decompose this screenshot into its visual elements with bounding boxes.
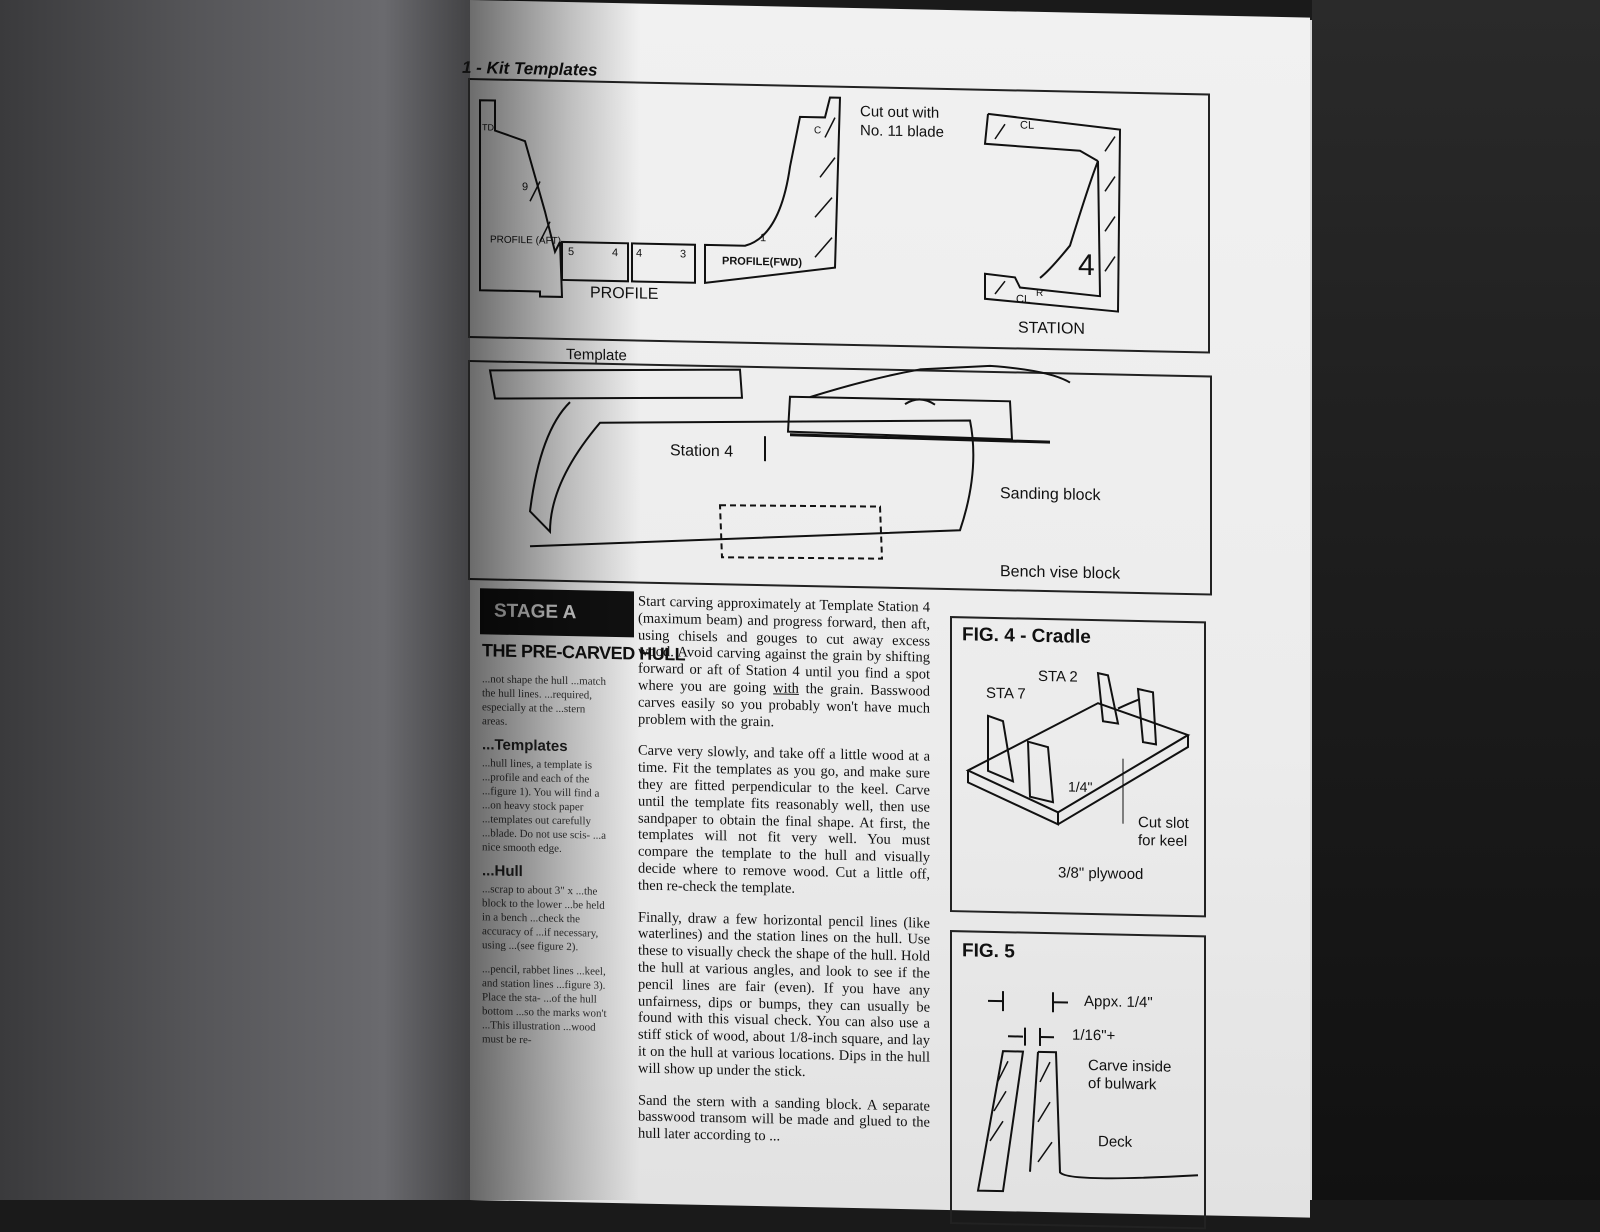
template-fitting-drawing [490, 370, 1190, 585]
bench-vise-block-label: Bench vise block [1000, 563, 1120, 584]
figure-1-title: 1 - Kit Templates [462, 58, 597, 81]
fig4-title: FIG. 4 - Cradle [962, 624, 1091, 649]
left-text-4: ...pencil, rabbet lines ...keel, and sta… [482, 962, 612, 1049]
num-5: 5 [568, 246, 574, 258]
profile-caption: PROFILE [590, 285, 658, 304]
left-text-1: ...not shape the hull ...match the hull … [482, 672, 612, 731]
body-text-column: Start carving approximately at Template … [638, 594, 930, 1164]
station-4-label: Station 4 [670, 442, 733, 461]
mark-td: TD [482, 122, 494, 132]
fig4-plywood: 3/8" plywood [1058, 864, 1143, 883]
profile-template-drawing [470, 90, 870, 328]
fig5-carve-line2: of bulwark [1088, 1075, 1156, 1093]
left-text-3: ...scrap to about 3" x ...the block to t… [482, 882, 612, 955]
bulwark-drawing [958, 970, 1198, 1205]
fig4-cut-line1: Cut slot [1138, 814, 1189, 832]
dark-background [1312, 0, 1600, 1200]
num-9: 9 [522, 181, 528, 193]
fig5-appx: Appx. 1/4" [1084, 993, 1153, 1011]
num-4b: 4 [636, 247, 642, 259]
station-template-drawing [980, 109, 1130, 322]
num-4a: 4 [612, 247, 618, 259]
body-paragraph-1: Start carving approximately at Template … [638, 594, 930, 734]
mark-cl-bottom: CL [1016, 293, 1030, 305]
left-page [0, 0, 480, 1200]
profile-fwd-label: PROFILE(FWD) [722, 255, 802, 269]
photo-scene: 1 - Kit Templates PROFILE (AFT) PROFILE(… [0, 0, 1600, 1200]
fig4-cut-line2: for keel [1138, 832, 1187, 850]
mark-cl-top: CL [1020, 120, 1034, 132]
profile-aft-label: PROFILE (AFT) [490, 234, 561, 246]
mark-c: C [814, 125, 821, 136]
station-caption: STATION [1018, 319, 1085, 338]
stage-a-header: STAGE A [480, 588, 634, 637]
station-number: 4 [1078, 249, 1095, 283]
fig5-sixteenth: 1/16"+ [1072, 1027, 1115, 1045]
left-sub-templates: ...Templates [482, 738, 612, 755]
fig5-carve-line1: Carve inside [1088, 1057, 1171, 1076]
body-paragraph-4: Sand the stern with a sanding block. A s… [638, 1092, 930, 1149]
body-paragraph-2: Carve very slowly, and take off a little… [638, 743, 930, 900]
num-1: 1 [760, 232, 766, 244]
sanding-block-label: Sanding block [1000, 485, 1101, 505]
mark-r: R [1036, 288, 1043, 299]
fig5-deck: Deck [1098, 1133, 1132, 1151]
fig5-title: FIG. 5 [962, 940, 1015, 963]
body-paragraph-3: Finally, draw a few horizontal pencil li… [638, 909, 930, 1083]
fig4-sta7: STA 7 [986, 685, 1026, 703]
num-3: 3 [680, 248, 686, 260]
fig4-dimension: 1/4" [1068, 779, 1092, 796]
left-sub-hull: ...Hull [482, 864, 612, 881]
cut-note-line2: No. 11 blade [860, 122, 944, 141]
stage-left-column: ...not shape the hull ...match the hull … [482, 672, 612, 1049]
right-page: 1 - Kit Templates PROFILE (AFT) PROFILE(… [470, 0, 1310, 1218]
cut-note-line1: Cut out with [860, 103, 939, 122]
left-text-2: ...hull lines, a template is ...profile … [482, 756, 612, 857]
fig4-sta2: STA 2 [1038, 668, 1078, 686]
